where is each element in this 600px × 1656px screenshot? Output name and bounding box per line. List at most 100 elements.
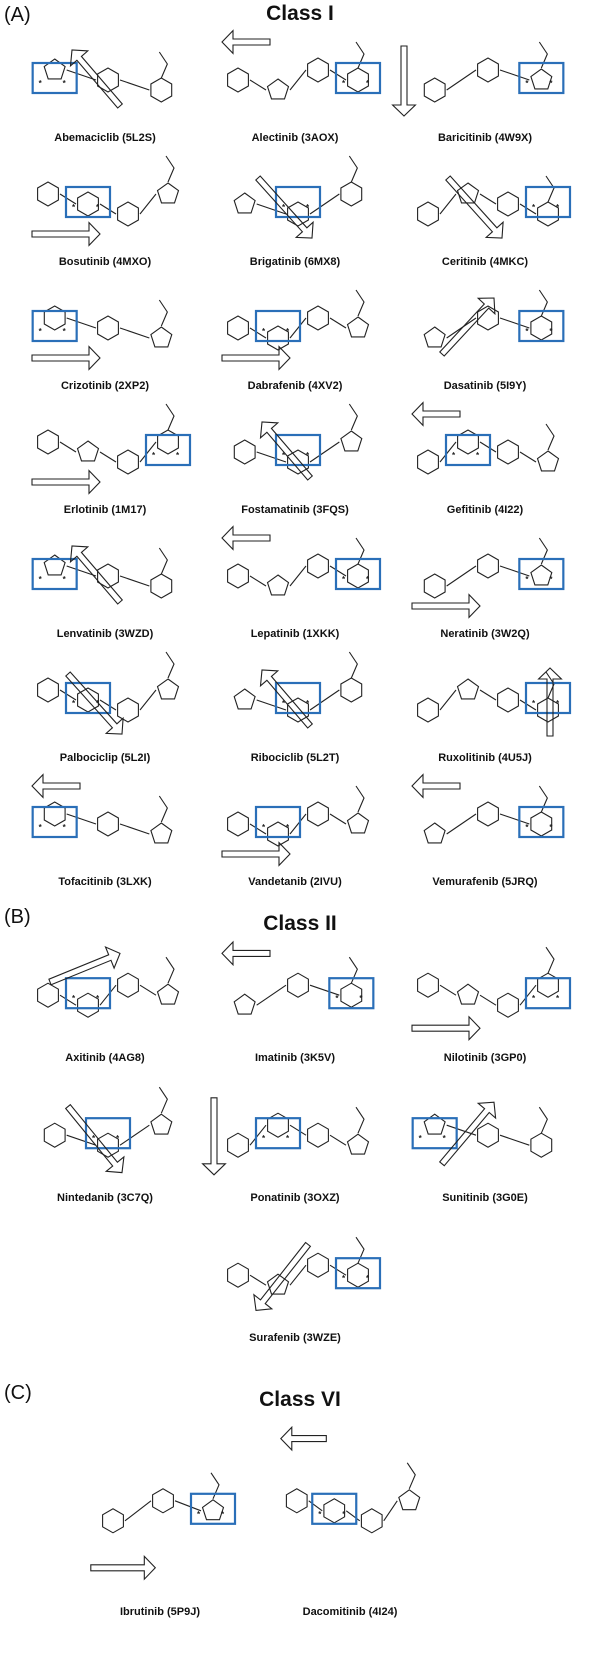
direction-arrow	[537, 667, 563, 737]
structure-cell: * * Alectinib (3AOX)	[200, 28, 390, 148]
molecule-structure: **	[417, 667, 572, 737]
molecule-structure: **	[221, 525, 382, 596]
bond	[289, 813, 307, 835]
drug-caption: Sunitinib (3G0E)	[442, 1192, 528, 1204]
bond	[119, 823, 150, 835]
direction-arrow	[69, 49, 124, 109]
side-chain	[355, 785, 365, 813]
ring	[97, 1132, 119, 1158]
side-chain	[158, 547, 168, 575]
bond	[329, 1134, 347, 1146]
ring	[477, 553, 499, 579]
hinge-highlight-box	[274, 681, 322, 715]
ring	[536, 450, 560, 472]
molecule-structure: **	[411, 401, 560, 475]
panel-label-b: (B)	[4, 906, 31, 928]
bond	[249, 79, 267, 91]
ring	[267, 821, 289, 847]
ring	[537, 972, 559, 998]
ring	[530, 1132, 553, 1158]
structure-cell: **Neratinib (3W2Q)	[390, 524, 580, 644]
side-chain	[158, 51, 168, 79]
structure-cell: **Ibrutinib (5P9J)	[70, 1412, 250, 1622]
hinge-star-marker: *	[282, 451, 286, 460]
side-chain	[348, 403, 358, 431]
bond	[249, 327, 267, 339]
bond	[499, 317, 530, 329]
molecule-structure: **	[411, 1101, 553, 1167]
ring	[37, 677, 59, 703]
direction-arrow	[280, 1425, 327, 1452]
molecule-structure: **	[411, 537, 565, 619]
ring	[340, 430, 363, 452]
hinge-highlight-box	[518, 309, 565, 343]
ring	[266, 78, 290, 100]
drug-caption: Baricitinib (4W9X)	[437, 132, 533, 144]
bond	[289, 1124, 307, 1136]
direction-arrow	[253, 1241, 312, 1312]
direction-arrow	[64, 1103, 125, 1174]
bond	[289, 69, 307, 91]
ring	[117, 201, 139, 227]
side-chain	[165, 155, 175, 183]
ring	[43, 801, 66, 827]
ring	[340, 181, 363, 207]
hinge-star-marker: *	[525, 79, 529, 88]
bond	[249, 823, 267, 835]
bond	[66, 69, 97, 81]
bond	[383, 1500, 398, 1522]
molecule-structure: **	[31, 49, 173, 109]
hinge-star-marker: *	[366, 79, 370, 88]
hinge-star-marker: *	[549, 327, 553, 336]
molecule-structure: **	[411, 773, 565, 844]
hinge-star-marker: *	[221, 1510, 225, 1519]
ring	[97, 315, 119, 341]
molecule-structure: **	[233, 155, 363, 239]
direction-arrow	[391, 45, 417, 117]
ring	[423, 573, 446, 599]
hinge-star-marker: *	[549, 575, 553, 584]
structure-cell: **Ruxolitinib (4U5J)	[390, 648, 580, 768]
bond	[139, 441, 157, 463]
direction-arrow	[69, 545, 124, 605]
hinge-star-marker: *	[96, 203, 100, 212]
hinge-star-marker: *	[286, 1134, 290, 1143]
hinge-star-marker: *	[342, 79, 346, 88]
hinge-star-marker: *	[306, 203, 310, 212]
molecule-structure: **	[201, 1097, 370, 1176]
ring	[97, 563, 119, 589]
drug-caption: Alectinib (3AOX)	[251, 132, 339, 144]
ring	[307, 1252, 329, 1278]
ring	[323, 1498, 346, 1524]
hinge-star-marker: *	[366, 575, 370, 584]
ring	[43, 305, 66, 331]
bond	[119, 1124, 150, 1146]
ring	[156, 182, 180, 204]
hinge-star-marker: *	[556, 203, 560, 212]
bond	[479, 994, 497, 1006]
hinge-highlight-box	[524, 185, 572, 219]
molecule-structure: **	[233, 651, 363, 729]
hinge-star-marker: *	[262, 327, 266, 336]
ring	[37, 982, 59, 1008]
hinge-highlight-box	[524, 681, 572, 715]
ring	[76, 440, 100, 462]
molecule-structure: **	[31, 403, 192, 495]
hinge-star-marker: *	[525, 823, 529, 832]
molecule-structure: **	[417, 175, 572, 239]
ring	[227, 811, 249, 837]
ring	[150, 77, 173, 103]
ring	[150, 326, 173, 348]
bond	[139, 689, 157, 711]
ring	[227, 315, 249, 341]
ring	[266, 574, 290, 596]
drug-caption: Imatinib (3K5V)	[254, 1052, 336, 1064]
structure-cell: **Vemurafenib (5JRQ)	[390, 772, 580, 892]
drug-caption: Crizotinib (2XP2)	[60, 380, 149, 392]
hinge-star-marker: *	[525, 327, 529, 336]
molecule-structure: **	[31, 155, 180, 247]
ring	[156, 678, 180, 700]
hinge-highlight-box	[334, 557, 382, 591]
bond	[59, 193, 77, 205]
direction-arrow	[411, 773, 461, 799]
